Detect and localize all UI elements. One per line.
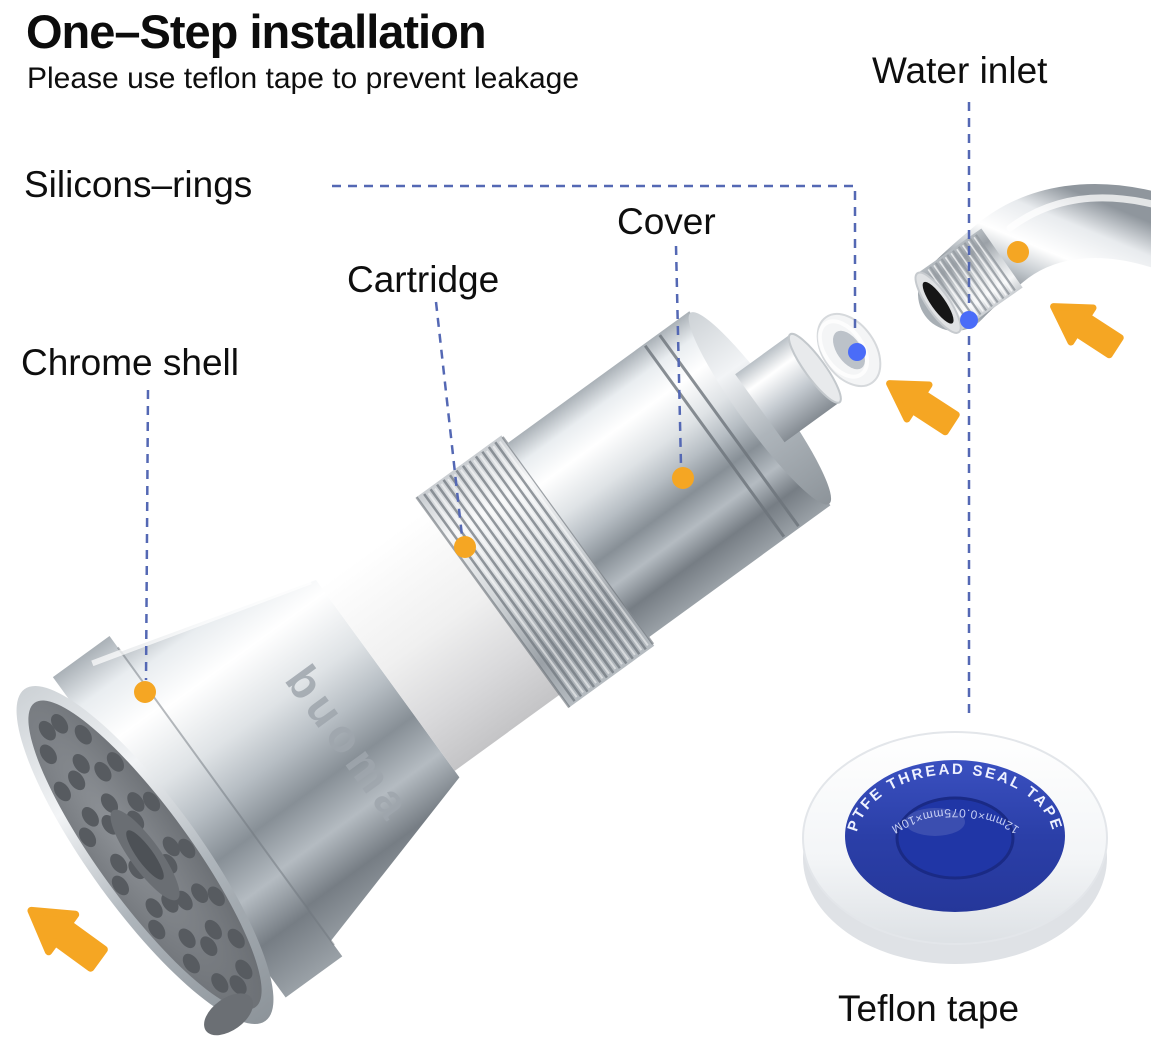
page-title: One–Step installation	[26, 5, 487, 58]
shell-collar-band	[52, 636, 343, 998]
marker-dot-silicone-ring	[848, 343, 866, 361]
collar-thread-lines	[423, 440, 649, 702]
arrow-arm	[1042, 289, 1126, 363]
marker-dot-arm	[1007, 241, 1029, 263]
callout-line-cover	[674, 245, 683, 467]
marker-dot-cartridge	[454, 536, 476, 558]
label-silicons-rings: Silicons–rings	[24, 164, 253, 205]
label-cartridge: Cartridge	[347, 259, 500, 300]
teflon-tape-roll: PTFE THREAD SEAL TAPE 12mm×0.075mm×10M	[802, 731, 1108, 964]
label-water-inlet: Water inlet	[872, 50, 1048, 91]
stem	[735, 334, 840, 443]
marker-dots	[134, 241, 1029, 703]
marker-dot-chrome-shell	[134, 681, 156, 703]
callout-line-cartridge	[434, 301, 464, 537]
face-center-hole	[126, 830, 164, 880]
page-subtitle: Please use teflon tape to prevent leakag…	[27, 62, 580, 95]
cover-body	[507, 311, 831, 638]
arm-thread-lines	[927, 234, 1016, 324]
stem-end-cap	[787, 332, 842, 404]
water-inlet-opening	[922, 281, 954, 324]
cartridge-body	[320, 510, 560, 771]
callout-line-silicons-rings	[332, 184, 857, 330]
shower-head-assembly: buoma	[16, 311, 842, 1036]
label-cover: Cover	[617, 201, 716, 242]
marker-dot-inlet-thread	[960, 311, 978, 329]
callout-line-chrome-shell	[144, 389, 150, 681]
arrow-shower-head	[18, 892, 111, 977]
spray-mode-tab	[204, 993, 254, 1036]
marker-dot-cover	[672, 467, 694, 489]
callout-lines	[144, 102, 971, 714]
chrome-shell-body	[81, 579, 460, 974]
arrow-ring	[878, 366, 962, 440]
label-chrome-shell: Chrome shell	[21, 342, 239, 383]
label-teflon-tape: Teflon tape	[838, 988, 1020, 1029]
tape-center-hole	[895, 796, 1015, 880]
shower-arm	[914, 184, 1151, 334]
